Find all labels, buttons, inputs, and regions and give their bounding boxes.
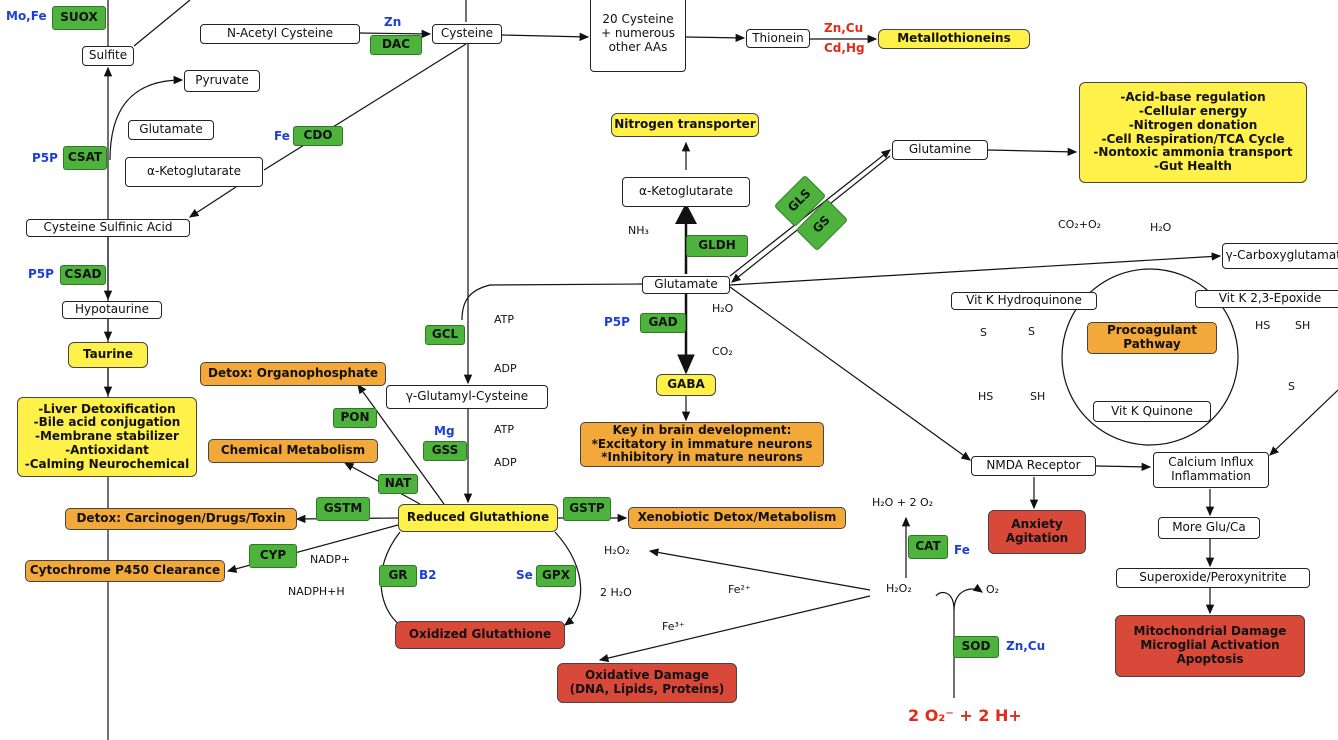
cofactors-p5p1: P5P bbox=[32, 151, 58, 166]
labels-h2o2c: H₂O₂ bbox=[886, 581, 912, 595]
nodes-glutamate2: Glutamate bbox=[642, 276, 730, 294]
labels-h2o2a: H₂O₂ bbox=[604, 543, 630, 557]
nodes-gcarb: γ-Carboxyglutamate bbox=[1222, 243, 1338, 269]
labels-adp2: ADP bbox=[494, 455, 517, 469]
highlights-gaba: GABA bbox=[656, 374, 716, 396]
metals-cdhg: Cd,Hg bbox=[824, 41, 865, 56]
nodes-hypotaurine: Hypotaurine bbox=[62, 301, 162, 319]
enzymes-gstp: GSTP bbox=[563, 497, 611, 521]
nodes-calcium: Calcium Influx Inflammation bbox=[1153, 452, 1269, 488]
highlights-taurine: Taurine bbox=[68, 342, 148, 368]
processes-organo: Detox: Organophosphate bbox=[200, 362, 386, 386]
labels-o2: O₂ bbox=[986, 582, 1000, 596]
labels-atp2: ATP bbox=[494, 422, 515, 436]
enzymes-gad: GAD bbox=[640, 313, 686, 333]
labels-s2: S bbox=[1028, 324, 1035, 338]
cofactors-se: Se bbox=[516, 568, 533, 583]
nodes-moreglu: More Glu/Ca bbox=[1158, 517, 1260, 539]
enzymes-cyp: CYP bbox=[249, 544, 297, 568]
labels-hs2: HS bbox=[1255, 318, 1271, 332]
labels-co2o2: CO₂+O₂ bbox=[1058, 217, 1102, 231]
enzymes-csat: CSAT bbox=[63, 146, 107, 170]
nodes-akg1: α-Ketoglutarate bbox=[125, 157, 263, 187]
highlights-nitrogen: Nitrogen transporter bbox=[611, 113, 759, 137]
labels-atp1: ATP bbox=[494, 312, 515, 326]
enzymes-gstm: GSTM bbox=[316, 497, 370, 521]
cofactors-p5p2: P5P bbox=[28, 267, 54, 282]
labels-nadph: NADPH+H bbox=[288, 584, 345, 598]
enzymes-gldh: GLDH bbox=[686, 235, 748, 257]
cofactors-mg: Mg bbox=[434, 424, 455, 439]
labels-fe3p: Fe³⁺ bbox=[662, 619, 685, 633]
labels-h2o2b: 2 H₂O bbox=[600, 585, 632, 599]
labels-fe2p: Fe²⁺ bbox=[728, 582, 751, 596]
labels-sh2: SH bbox=[1295, 318, 1311, 332]
enzymes-cat: CAT bbox=[908, 535, 948, 559]
nodes-vitke: Vit K 2,3-Epoxide bbox=[1195, 290, 1338, 308]
cofactors-fe1: Fe bbox=[274, 129, 290, 144]
nodes-sulfite: Sulfite bbox=[82, 46, 134, 66]
processes-procoag: Procoagulant Pathway bbox=[1087, 322, 1217, 354]
enzymes-suox: SUOX bbox=[52, 6, 106, 30]
enzymes-gss: GSS bbox=[423, 441, 467, 461]
labels-co2: CO₂ bbox=[712, 344, 733, 358]
processes-chemical: Chemical Metabolism bbox=[208, 439, 378, 463]
cofactors-fe2: Fe bbox=[954, 543, 970, 558]
labels-sh1: SH bbox=[1030, 389, 1046, 403]
highlights-liver: -Liver Detoxification -Bile acid conjuga… bbox=[17, 397, 197, 477]
cofactors-p5p3: P5P bbox=[604, 315, 630, 330]
nodes-gglu: γ-Glutamyl-Cysteine bbox=[386, 385, 548, 409]
labels-hs1: HS bbox=[978, 389, 994, 403]
nodes-thionein: Thionein bbox=[746, 29, 810, 48]
labels-nh3: NH₃ bbox=[628, 223, 649, 237]
cofactors-zn: Zn bbox=[384, 15, 402, 30]
damage-anxiety: Anxiety Agitation bbox=[988, 510, 1086, 554]
nodes-glutamine: Glutamine bbox=[892, 140, 988, 160]
labels-h2o2o2: H₂O + 2 O₂ bbox=[872, 495, 934, 509]
nodes-aas: 20 Cysteine + numerous other AAs bbox=[590, 0, 686, 72]
nodes-akg2: α-Ketoglutarate bbox=[622, 177, 750, 207]
nodes-vitkh: Vit K Hydroquinone bbox=[951, 292, 1097, 310]
labels-adp1: ADP bbox=[494, 361, 517, 375]
processes-brain: Key in brain development: *Excitatory in… bbox=[580, 422, 824, 467]
damage-gssg: Oxidized Glutathione bbox=[395, 621, 565, 649]
highlights-metallo: Metallothioneins bbox=[878, 29, 1030, 49]
nodes-csa: Cysteine Sulfinic Acid bbox=[26, 219, 190, 237]
enzymes-pon: PON bbox=[333, 408, 377, 428]
nodes-nac: N-Acetyl Cysteine bbox=[200, 24, 360, 44]
labels-h2o1: H₂O bbox=[712, 301, 734, 315]
labels-s1: S bbox=[980, 325, 987, 339]
damage-oxdmg: Oxidative Damage (DNA, Lipids, Proteins) bbox=[557, 663, 737, 703]
processes-carcin: Detox: Carcinogen/Drugs/Toxin bbox=[65, 508, 297, 530]
labels-h2o3: H₂O bbox=[1150, 220, 1172, 234]
labels-s3: S bbox=[1288, 379, 1295, 393]
cofactors-b2: B2 bbox=[419, 568, 437, 583]
cofactors-mofe: Mo,Fe bbox=[6, 9, 47, 24]
nodes-glutamate1: Glutamate bbox=[128, 120, 214, 140]
highlights-gsh: Reduced Glutathione bbox=[398, 504, 558, 532]
nodes-vitkq: Vit K Quinone bbox=[1093, 401, 1211, 422]
damage-mito: Mitochondrial Damage Microglial Activati… bbox=[1115, 615, 1305, 677]
nodes-pyruvate: Pyruvate bbox=[184, 70, 260, 92]
nodes-nmda: NMDA Receptor bbox=[971, 456, 1096, 476]
enzymes-dac: DAC bbox=[370, 35, 422, 55]
enzymes-gr: GR bbox=[379, 565, 417, 587]
labels-nadp: NADP+ bbox=[310, 552, 351, 566]
enzymes-gcl: GCL bbox=[425, 325, 465, 345]
enzymes-nat: NAT bbox=[378, 474, 418, 494]
cofactors-zncu: Zn,Cu bbox=[1006, 639, 1046, 654]
enzymes-cdo: CDO bbox=[293, 126, 343, 146]
enzymes-gpx: GPX bbox=[536, 565, 576, 587]
processes-xeno: Xenobiotic Detox/Metabolism bbox=[628, 507, 846, 529]
enzymes-sod: SOD bbox=[953, 636, 999, 658]
nodes-cysteine: Cysteine bbox=[432, 24, 502, 44]
enzymes-csad: CSAD bbox=[60, 265, 106, 285]
nodes-superox: Superoxide/Peroxynitrite bbox=[1116, 568, 1310, 588]
metals-zncu: Zn,Cu bbox=[824, 21, 864, 36]
metals-superoxide: 2 O₂⁻ + 2 H+ bbox=[908, 705, 1022, 725]
highlights-acidbase: -Acid-base regulation -Cellular energy -… bbox=[1079, 82, 1307, 183]
processes-p450: Cytochrome P450 Clearance bbox=[25, 560, 225, 582]
